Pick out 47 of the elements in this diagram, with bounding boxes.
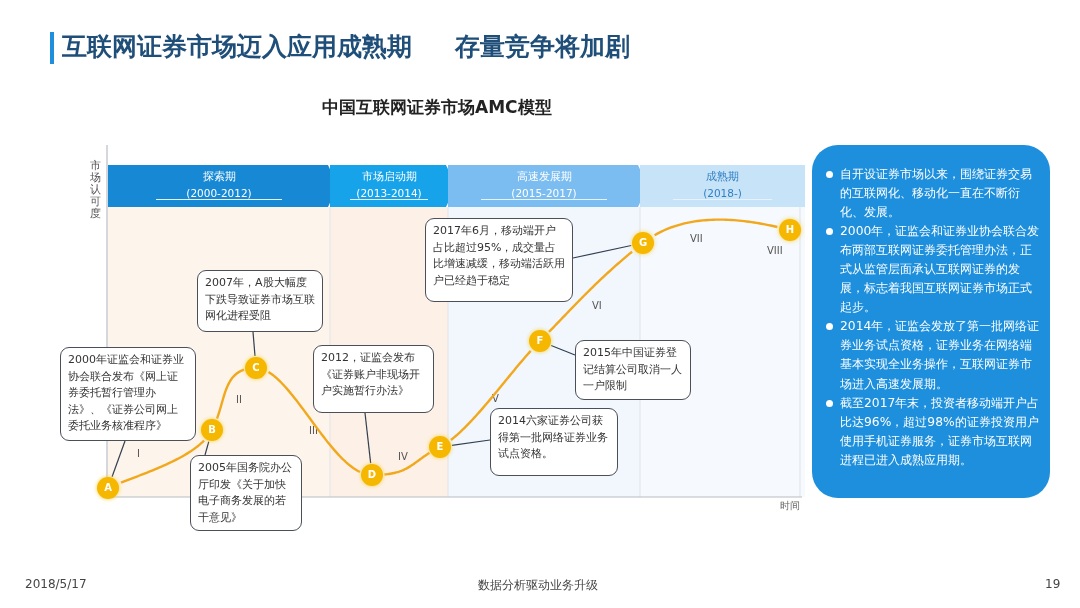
- stage-numeral: VII: [690, 233, 703, 244]
- stage-numeral: VI: [592, 300, 602, 311]
- callout-box: 2015年中国证券登记结算公司取消一人一户限制: [575, 340, 691, 400]
- stage-numeral: IV: [398, 451, 408, 462]
- leader-line: [572, 244, 632, 259]
- phase-name: 高速发展期: [516, 170, 572, 184]
- curve-segment: [384, 451, 431, 476]
- leader-line: [204, 440, 210, 456]
- callout-box: 2017年6月，移动端开户占比超过95%，成交量占比增速减缓，移动端活跃用户已经趋于稳定: [425, 218, 573, 302]
- curve-segment: [120, 439, 205, 484]
- curve-segment: [215, 368, 245, 419]
- curve-segment: [654, 218, 778, 237]
- callout-box: 2012，证监会发布《证券账户非现场开户实施暂行办法》: [313, 345, 434, 413]
- curve-segment: [450, 350, 532, 441]
- page-number: 19: [1045, 577, 1061, 591]
- phase-years: (2018-): [673, 187, 772, 200]
- footer-date: 2018/5/17: [25, 577, 87, 591]
- leader-line: [451, 439, 491, 446]
- phase-name: 市场启动期: [361, 170, 417, 184]
- slide-title: 互联网证券市场迈入应用成熟期 存量竞争将加剧: [62, 31, 630, 63]
- footer-text: 数据分析驱动业务升级: [478, 577, 598, 594]
- phase-years: (2015-2017): [481, 187, 607, 200]
- callout-box: 2005年国务院办公厅印发《关于加快电子商务发展的若干意见》: [190, 455, 302, 531]
- stage-numeral: I: [137, 448, 140, 459]
- callout-box: 2014六家证券公司获得第一批网络证券业务试点资格。: [490, 408, 618, 476]
- curve-segment: [548, 250, 633, 333]
- leader-line: [364, 412, 372, 464]
- callout-box: 2000年证监会和证券业协会联合发布《网上证券委托暂行管理办法》、《证券公司网上委托业务核准程序》: [60, 347, 196, 441]
- phase-name: 探索期: [202, 170, 236, 184]
- leader-line: [550, 344, 576, 356]
- phase-years: (2000-2012): [156, 187, 282, 200]
- stage-numeral: VIII: [767, 245, 783, 256]
- chart-title: 中国互联网证券市场AMC模型: [322, 96, 552, 119]
- stage-numeral: II: [236, 394, 242, 405]
- axis-label: 时间: [780, 499, 800, 513]
- info-panel: [812, 145, 1050, 498]
- bullet-text: 截至2017年末，投资者移动端开户占比达96%，超过98%的证券投资用户使用手机证券服务，证券市场互联网进程已进入成熟应用期。: [840, 394, 1040, 469]
- phase-name: 成熟期: [706, 170, 739, 184]
- leader-line: [111, 440, 126, 478]
- phase-years: (2013-2014): [350, 187, 428, 200]
- bullet-text: 2000年，证监会和证券业协会联合发布两部互联网证券委托管理办法，正式从监管层面承认互联网证券的发展，标志着我国互联网证券市场正式起步。: [840, 223, 1040, 317]
- curve-segment: [267, 371, 361, 474]
- bullet-text: 自开设证券市场以来，围绕证券交易的互联网化、移动化一直在不断衍化、发展。: [840, 166, 1033, 222]
- bullet-text: 2014年，证监会发放了第一批网络证券业务试点资格，证券业务在网络端基本实现全业务操作，互联网证券市场进入高速发展期。: [840, 318, 1040, 393]
- stage-marker: A: [97, 477, 119, 499]
- callout-box: 2007年，A股大幅度下跌导致证券市场互联网化进程受阻: [197, 270, 323, 332]
- leader-line: [252, 331, 256, 357]
